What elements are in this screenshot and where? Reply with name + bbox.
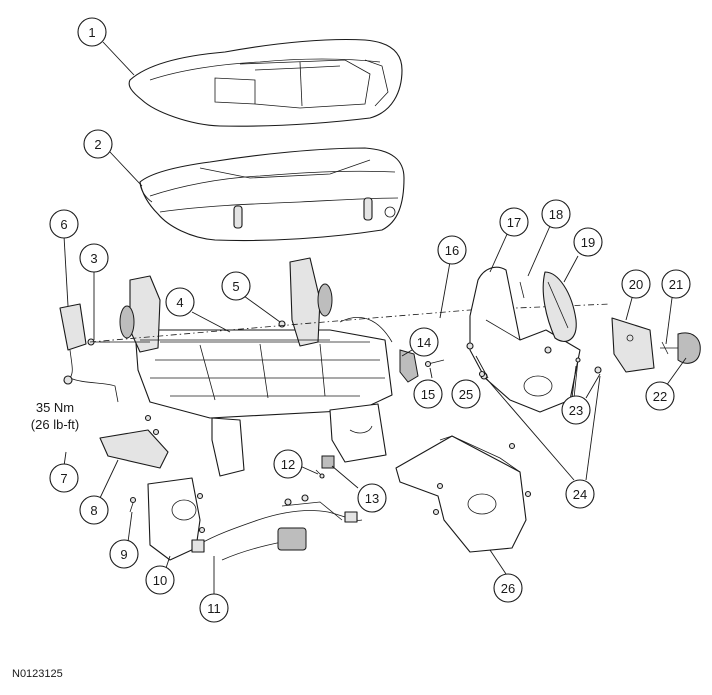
svg-text:16: 16 (445, 243, 459, 258)
svg-text:10: 10 (153, 573, 167, 588)
svg-text:18: 18 (549, 207, 563, 222)
connector-13 (321, 455, 335, 469)
svg-text:21: 21 (669, 277, 683, 292)
svg-text:5: 5 (232, 279, 239, 294)
clip-12 (315, 469, 325, 479)
seat-frame (100, 257, 393, 477)
callout-14: 14 (409, 327, 439, 357)
svg-text:20: 20 (629, 277, 643, 292)
callout-13: 13 (357, 483, 387, 513)
callout-26: 26 (493, 573, 523, 603)
torque-imperial: (26 lb-ft) (30, 417, 80, 432)
assembly-centerline (89, 303, 611, 343)
callout-1: 1 (77, 17, 107, 47)
figure-reference-id: N0123125 (12, 668, 63, 680)
svg-text:24: 24 (573, 487, 587, 502)
seat-cushion-cover (128, 38, 403, 127)
seat-cushion-pad (139, 147, 405, 242)
screw-15 (424, 359, 445, 368)
svg-text:22: 22 (653, 389, 667, 404)
screw-23 (573, 357, 581, 399)
callout-18: 18 (541, 199, 571, 229)
lower-shield-26 (395, 435, 532, 553)
callout-4: 4 (165, 287, 195, 317)
callout-22: 22 (645, 381, 675, 411)
motor-14 (339, 317, 419, 383)
torque-specification: 35 Nm (26 lb-ft) (20, 399, 90, 433)
svg-text:2: 2 (94, 137, 101, 152)
callout-17: 17 (499, 207, 529, 237)
callout-12: 12 (273, 449, 303, 479)
knob-22 (660, 332, 701, 364)
svg-text:15: 15 (421, 387, 435, 402)
svg-text:23: 23 (569, 403, 583, 418)
recliner-handle-19 (542, 271, 577, 342)
callout-25: 25 (451, 379, 481, 409)
wiring-harness-11 (191, 494, 363, 561)
cover-plate-20 (611, 317, 655, 373)
screw-9 (129, 496, 137, 513)
callout-6: 6 (49, 209, 79, 239)
svg-text:8: 8 (90, 503, 97, 518)
svg-text:9: 9 (120, 547, 127, 562)
svg-text:13: 13 (365, 491, 379, 506)
svg-text:3: 3 (90, 251, 97, 266)
callout-2: 2 (83, 129, 113, 159)
side-shield-10 (147, 477, 206, 561)
svg-text:7: 7 (60, 471, 67, 486)
callout-15: 15 (413, 379, 443, 409)
svg-text:19: 19 (581, 235, 595, 250)
callout-10: 10 (145, 565, 175, 595)
torque-metric: 35 Nm (35, 400, 75, 415)
callout-7: 7 (49, 463, 79, 493)
callout-21: 21 (661, 269, 691, 299)
svg-text:17: 17 (507, 215, 521, 230)
svg-text:25: 25 (459, 387, 473, 402)
callout-19: 19 (573, 227, 603, 257)
svg-text:6: 6 (60, 217, 67, 232)
pin-18 (519, 281, 525, 299)
callout-11: 11 (199, 593, 229, 623)
seat-belt-buckle (59, 303, 119, 403)
callout-3: 3 (79, 243, 109, 273)
svg-text:14: 14 (417, 335, 431, 350)
bracket-8 (99, 414, 169, 469)
side-trim-17 (466, 266, 581, 413)
callout-20: 20 (621, 269, 651, 299)
callout-24: 24 (565, 479, 595, 509)
svg-text:4: 4 (176, 295, 183, 310)
svg-text:26: 26 (501, 581, 515, 596)
nut-24 (478, 366, 602, 378)
svg-text:1: 1 (88, 25, 95, 40)
callout-8: 8 (79, 495, 109, 525)
callout-5: 5 (221, 271, 251, 301)
svg-text:12: 12 (281, 457, 295, 472)
leader-lines (63, 41, 687, 596)
svg-text:11: 11 (207, 601, 221, 616)
callout-16: 16 (437, 235, 467, 265)
callout-23: 23 (561, 395, 591, 425)
bolt-3 (87, 338, 110, 346)
callout-9: 9 (109, 539, 139, 569)
